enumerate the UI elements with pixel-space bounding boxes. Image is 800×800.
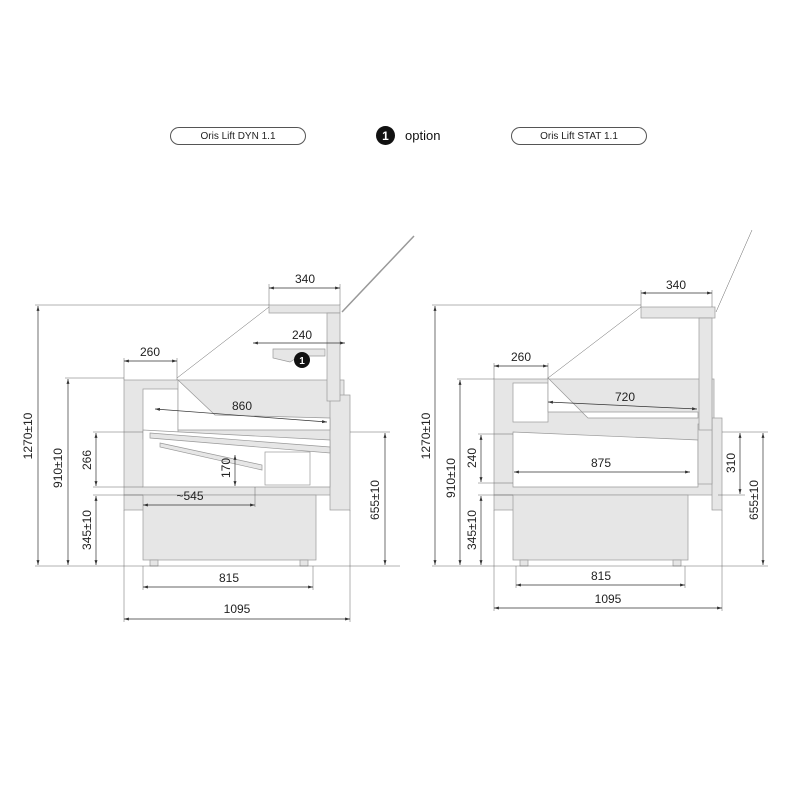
evaporator (264, 451, 311, 486)
rear-post (698, 317, 713, 431)
dim-total-width: 1095 (224, 602, 251, 616)
front-glass (176, 306, 270, 379)
dim-top-depth: 260 (140, 345, 160, 359)
dim-base-height: 345±10 (80, 510, 94, 550)
dim-well-depth: 266 (80, 450, 94, 470)
dim-base-height: 345±10 (465, 510, 479, 550)
rear-post (326, 312, 341, 402)
dim-well-depth: 240 (465, 448, 479, 468)
canopy (640, 306, 716, 319)
dim-shelf-depth: 240 (292, 328, 312, 342)
dim-base-width: 815 (591, 569, 611, 583)
option-label: option (405, 128, 441, 143)
dim-total-height: 1270±10 (21, 412, 35, 459)
option-number-badge: 1 (376, 126, 395, 145)
drawing-stat: 340 260 720 1270±10 910±10 240 875 310 3… (419, 229, 768, 611)
canopy (268, 304, 341, 314)
dim-glass-depth: 720 (615, 390, 635, 404)
dim-counter-height: 910±10 (51, 448, 65, 488)
dim-well-length: 875 (591, 456, 611, 470)
foot (519, 559, 529, 567)
dim-front-height: 655±10 (747, 480, 761, 520)
dim-total-width: 1095 (595, 592, 622, 606)
dim-base-width: 815 (219, 571, 239, 585)
model-label-stat: Oris Lift STAT 1.1 (511, 127, 647, 145)
dim-well-length: ~545 (176, 489, 203, 503)
dim-front-height: 655±10 (368, 480, 382, 520)
lifted-glass (715, 229, 753, 313)
base-cabinet (512, 494, 689, 561)
foot (149, 559, 159, 567)
dim-total-height: 1270±10 (419, 412, 433, 459)
dim-glass-depth: 860 (232, 399, 252, 413)
dim-canopy-depth: 340 (666, 278, 686, 292)
option-marker-label: 1 (299, 356, 305, 367)
dim-top-depth: 260 (511, 350, 531, 364)
option-marker-icon (294, 352, 310, 368)
foot (299, 559, 309, 567)
foot (672, 559, 682, 567)
dim-rear-height: 310 (724, 453, 738, 473)
dim-inner-height: 170 (219, 458, 233, 478)
dim-counter-height: 910±10 (444, 458, 458, 498)
option-legend: 1 option (376, 126, 440, 145)
lifted-glass (341, 235, 415, 313)
model-label-dyn: Oris Lift DYN 1.1 (170, 127, 306, 145)
dim-canopy-depth: 340 (295, 272, 315, 286)
drawing-dyn: 1 340 240 260 860 1270±10 910±10 266 170… (21, 235, 415, 622)
front-glass (547, 306, 642, 379)
control-panel (512, 382, 549, 423)
